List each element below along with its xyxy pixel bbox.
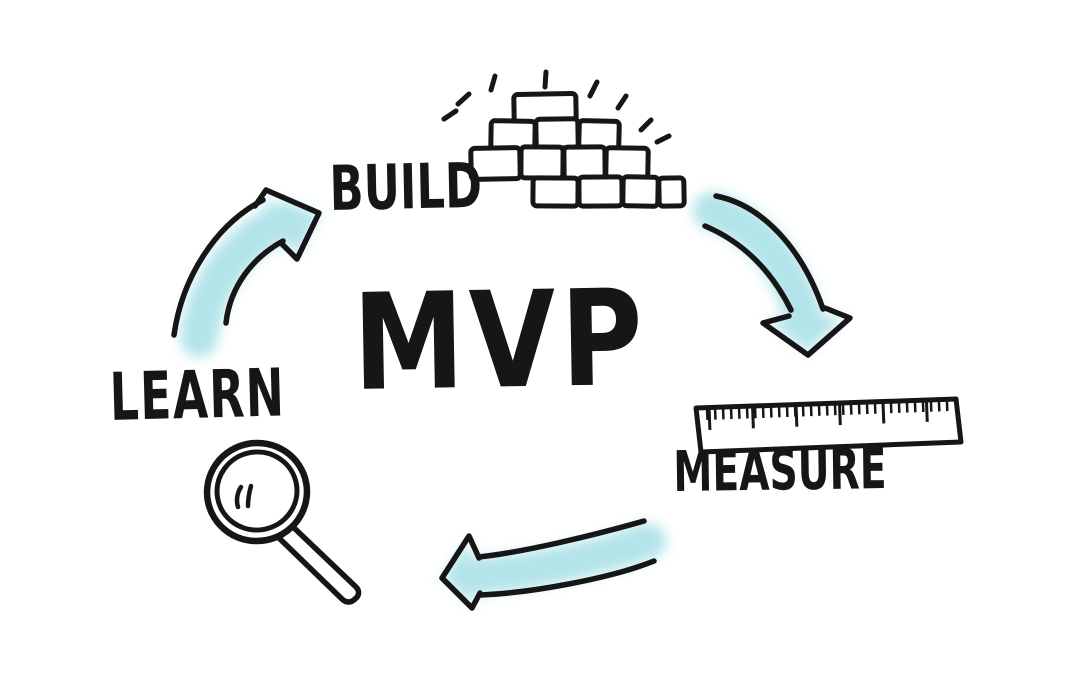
stage-label-measure: MEASURE	[672, 437, 887, 505]
arrowhead-left	[439, 533, 483, 611]
magnifier-handle	[276, 522, 362, 605]
ruler-icon	[693, 396, 964, 455]
arrow-build-to-measure	[693, 192, 853, 358]
lens-reflection-marks	[234, 483, 254, 510]
sparkle-rays	[441, 69, 672, 145]
magnifier-lens-outer	[203, 439, 311, 545]
stage-label-build: BUILD	[328, 148, 483, 225]
arrow-measure-to-learn	[439, 518, 666, 611]
arrow-learn-to-build	[171, 187, 322, 357]
magnifier-lens-inner	[214, 449, 300, 533]
magnifying-glass-icon	[203, 439, 362, 605]
bricks-icon	[441, 69, 687, 209]
arrowhead-down	[760, 305, 853, 358]
arrowhead-up-right	[252, 187, 322, 262]
ruler-short-ticks	[705, 399, 951, 420]
stage-label-learn: LEARN	[108, 354, 287, 436]
diagram-title: MVP	[351, 261, 650, 421]
